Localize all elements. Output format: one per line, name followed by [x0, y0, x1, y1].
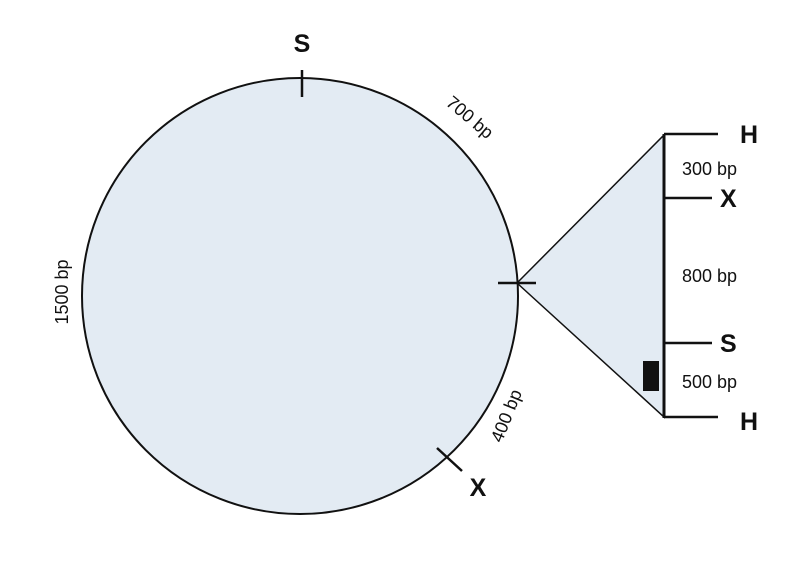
plasmid-fragment-1500bp: 1500 bp — [52, 259, 72, 324]
insert-site-h-bottom-label: H — [740, 408, 758, 436]
insert-fragment-300bp: 300 bp — [682, 159, 737, 179]
insert-marker-block — [643, 361, 659, 391]
plasmid-site-x-tick — [436, 447, 463, 472]
insert-site-x-label: X — [720, 185, 737, 213]
plasmid-site-s-label: S — [294, 30, 311, 58]
plasmid-circle — [81, 77, 519, 515]
plasmid-site-x-label: X — [470, 474, 487, 502]
insert-fragment-500bp: 500 bp — [682, 372, 737, 392]
insert-site-s-label: S — [720, 330, 737, 358]
insert-site-h-top-label: H — [740, 121, 758, 149]
insert-fragment-800bp: 800 bp — [682, 266, 737, 286]
